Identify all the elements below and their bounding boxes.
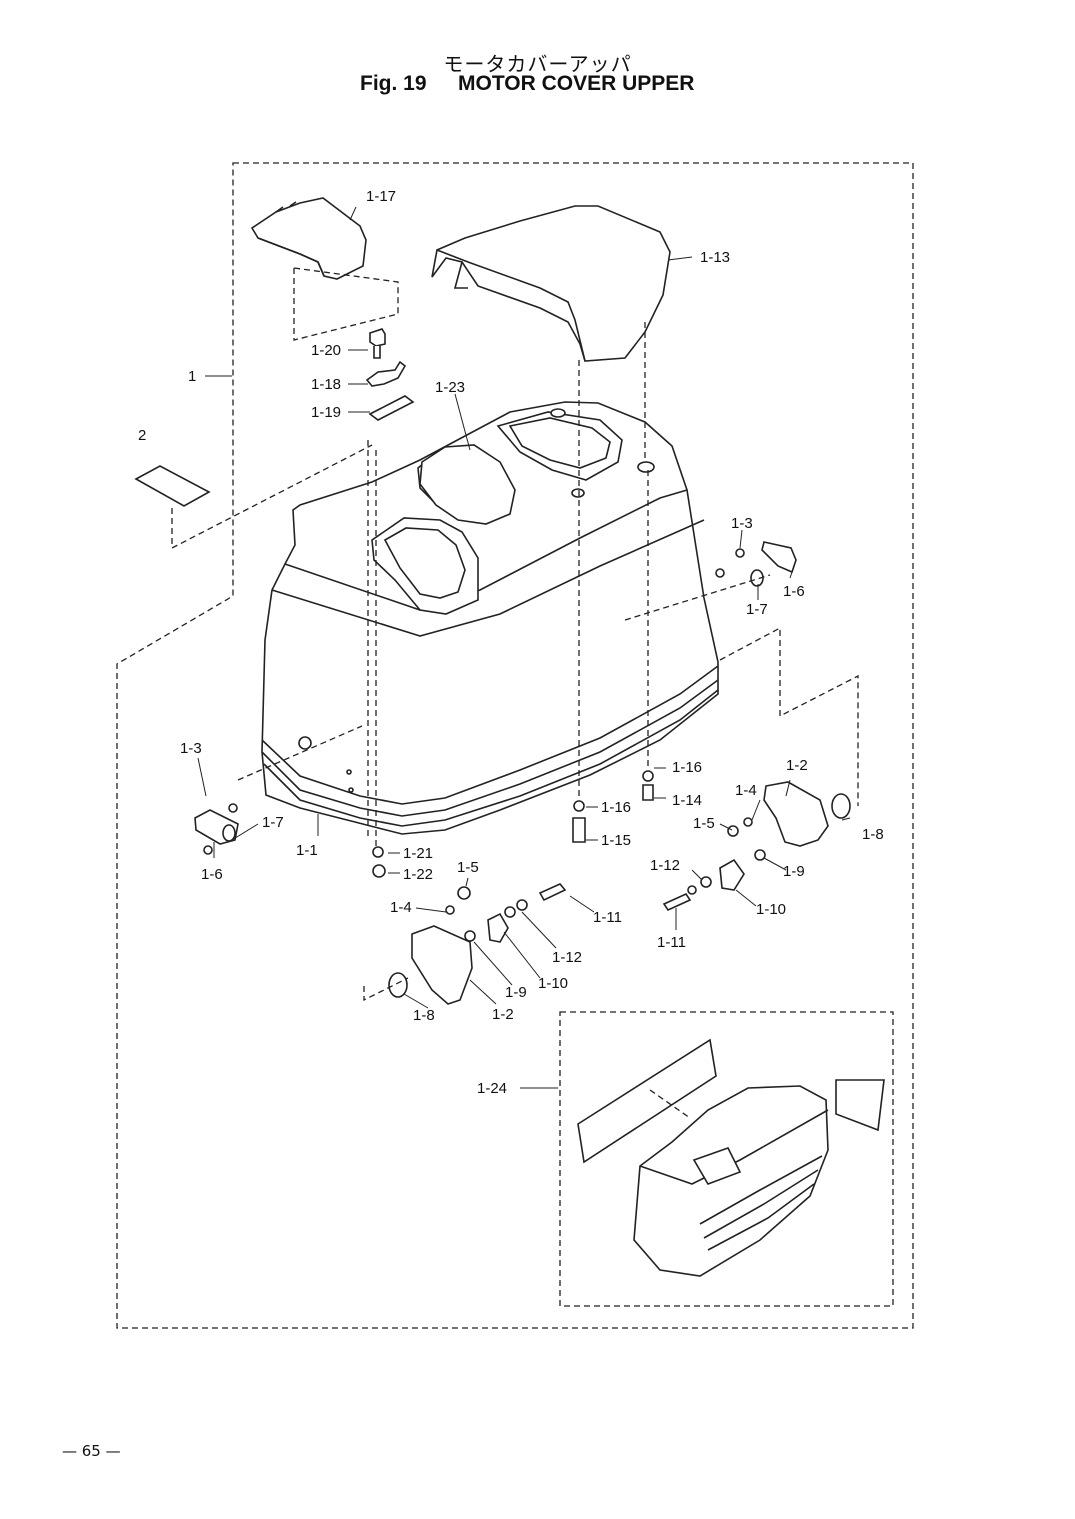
label-1-16-upper: 1-16: [672, 759, 702, 776]
label-1-19: 1-19: [311, 404, 341, 421]
part-2-label: [134, 465, 211, 507]
label-1-9-left: 1-9: [505, 984, 527, 1001]
label-1-3-right: 1-3: [731, 515, 753, 532]
right-bracket-1-2: [727, 781, 851, 847]
label-1-5-left: 1-5: [457, 859, 479, 876]
label-1-15: 1-15: [601, 832, 631, 849]
figure-name: MOTOR COVER UPPER: [458, 72, 695, 95]
label-1-1: 1-1: [296, 842, 318, 859]
label-1-7-right: 1-7: [746, 601, 768, 618]
right-hook-assembly: [715, 541, 797, 587]
label-1-16-lower: 1-16: [601, 799, 631, 816]
label-1-11-left: 1-11: [593, 909, 622, 926]
figure-number: Fig. 19: [360, 72, 427, 95]
label-1-20: 1-20: [311, 342, 341, 359]
label-1-18: 1-18: [311, 376, 341, 393]
label-1-10-left: 1-10: [538, 975, 568, 992]
label-1-12-right: 1-12: [650, 857, 680, 874]
left-bracket-1-2: [388, 883, 567, 1005]
label-1-4-right: 1-4: [735, 782, 757, 799]
label-1-17: 1-17: [366, 188, 396, 205]
figure-title: Fig. 19 MOTOR COVER UPPER: [360, 72, 694, 96]
label-1-6-right: 1-6: [783, 583, 805, 600]
decal-set-boundary: [559, 1011, 894, 1307]
label-1-3-left: 1-3: [180, 740, 202, 757]
label-1-22: 1-22: [403, 866, 433, 883]
part-1-13-top-cap: [431, 205, 671, 362]
label-2: 2: [138, 427, 146, 444]
label-1-2-left: 1-2: [492, 1006, 514, 1023]
label-1-12-left: 1-12: [552, 949, 582, 966]
label-1-10-right: 1-10: [756, 901, 786, 918]
label-1-2-right: 1-2: [786, 757, 808, 774]
label-1-8-left: 1-8: [413, 1007, 435, 1024]
label-1-24: 1-24: [477, 1080, 507, 1097]
label-1-11-right: 1-11: [657, 934, 686, 951]
part-1-23-seal: [419, 444, 516, 525]
label-1-21: 1-21: [403, 845, 433, 862]
label-1-8-right: 1-8: [862, 826, 884, 843]
label-1-7-left: 1-7: [262, 814, 284, 831]
right-lower-hardware: [662, 849, 766, 912]
leader-lines: [197, 206, 851, 1089]
part-labels: 1-17 1-13 1 1-20 1-18 1-19 1-23 2 1-3 1-…: [138, 188, 884, 1097]
cover-fasteners: [372, 770, 654, 878]
assembly-boundary: [116, 162, 914, 1329]
title-japanese: モータカバーアッパ: [443, 52, 632, 76]
page-number: — 65 —: [62, 1442, 121, 1460]
label-1-23: 1-23: [435, 379, 465, 396]
parts-1-18-1-19-1-20: [365, 328, 415, 421]
label-1-6-left: 1-6: [201, 866, 223, 883]
label-1-5-right: 1-5: [693, 815, 715, 832]
connection-lines: [171, 267, 859, 1119]
label-1: 1: [188, 368, 196, 385]
left-hook-assembly: [194, 803, 239, 855]
part-1-24-decal-set: [577, 1038, 885, 1277]
label-1-4-left: 1-4: [390, 899, 412, 916]
label-1-9-right: 1-9: [783, 863, 805, 880]
label-1-14: 1-14: [672, 792, 702, 809]
part-1-17-cover: [250, 197, 367, 280]
label-1-13: 1-13: [700, 249, 730, 266]
